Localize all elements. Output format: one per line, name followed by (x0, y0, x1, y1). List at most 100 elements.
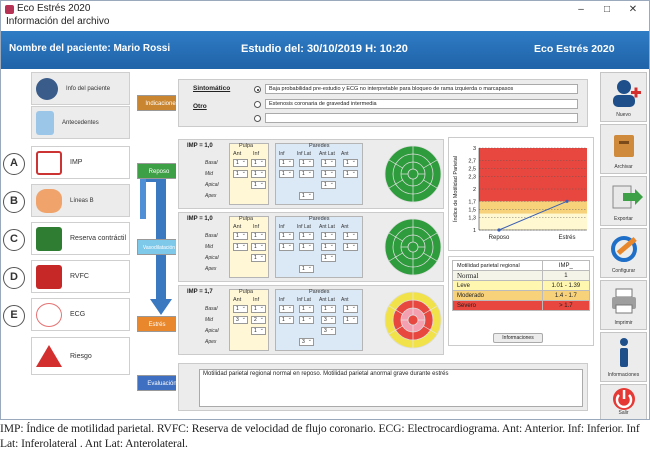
score-select[interactable]: 1 (251, 242, 266, 251)
new-button[interactable]: Nuevo (600, 72, 647, 122)
pulpa-col-ant: Ant (233, 297, 242, 303)
nav-riesgo[interactable]: Riesgo (31, 337, 130, 375)
paredes-col: Inf (279, 297, 285, 303)
score-select[interactable]: 3 (321, 326, 336, 335)
clipboard-icon (36, 110, 54, 135)
score-select[interactable]: 1 (299, 231, 314, 240)
score-select[interactable]: 1 (343, 158, 358, 167)
score-select[interactable]: 1 (251, 158, 266, 167)
score-select[interactable]: 1 (279, 169, 294, 178)
score-select[interactable]: 1 (299, 191, 314, 200)
score-select[interactable]: 1 (251, 304, 266, 313)
score-select[interactable]: 1 (321, 169, 336, 178)
score-select[interactable]: 1 (321, 242, 336, 251)
informaciones-button[interactable]: Informaciones (493, 333, 543, 343)
imp-value: IMP = 1,0 (187, 143, 213, 149)
score-select[interactable]: 3 (233, 315, 248, 324)
radio-otro-2[interactable] (254, 115, 261, 122)
score-select[interactable]: 1 (343, 231, 358, 240)
archive-button[interactable]: Archivar (600, 124, 647, 174)
indication-select-2[interactable]: Estenosis coronaria de gravedad intermed… (265, 99, 578, 109)
score-select[interactable]: 3 (321, 315, 336, 324)
patient-icon (36, 77, 58, 100)
score-select[interactable]: 1 (343, 169, 358, 178)
score-select[interactable]: 1 (251, 180, 266, 189)
score-select[interactable]: 1 (279, 231, 294, 240)
export-button[interactable]: Exportar (600, 176, 647, 226)
nav-reserva-contractil[interactable]: Reserva contráctil (31, 222, 130, 255)
indication-input-other[interactable] (265, 113, 578, 123)
score-select[interactable]: 1 (343, 315, 358, 324)
score-select[interactable]: 1 (343, 304, 358, 313)
nav-info-paciente[interactable]: Info del paciente (31, 72, 130, 105)
legend-moderado-name: Moderado (452, 290, 543, 301)
paredes-header: Paredes (309, 143, 330, 149)
nav-imp[interactable]: IMP (31, 146, 130, 179)
nav-ecg[interactable]: ECG (31, 298, 130, 331)
score-select[interactable]: 3 (299, 337, 314, 346)
score-select[interactable]: 1 (279, 158, 294, 167)
score-select[interactable]: 1 (233, 242, 248, 251)
bullseye-plot (384, 145, 442, 203)
score-select[interactable]: 1 (233, 158, 248, 167)
maximize-button[interactable]: □ (603, 4, 611, 15)
nav-label: Riesgo (70, 352, 92, 360)
score-select[interactable]: 1 (251, 231, 266, 240)
score-select[interactable]: 1 (299, 158, 314, 167)
evaluation-text[interactable]: Motilidad parietal regional normal en re… (199, 369, 583, 407)
chart-band-2 (479, 148, 587, 202)
score-select[interactable]: 1 (251, 326, 266, 335)
score-select[interactable]: 2 (251, 315, 266, 324)
chart-ytick-label: 2,3 (468, 175, 476, 181)
app-name-header: Eco Estrés 2020 (534, 43, 615, 55)
score-select[interactable]: 1 (279, 242, 294, 251)
nav-lineas-b[interactable]: Líneas B (31, 184, 130, 217)
tag-estres: Estrés (137, 316, 177, 332)
score-select[interactable]: 1 (321, 180, 336, 189)
score-select[interactable]: 1 (299, 304, 314, 313)
exit-button[interactable]: Salir (600, 384, 647, 419)
nav-rvfc[interactable]: RVFC (31, 260, 130, 293)
info-button[interactable]: Informaciones (600, 332, 647, 382)
score-select[interactable]: 1 (321, 231, 336, 240)
otro-label: Otro (193, 103, 207, 110)
sintomatico-label: Sintomático (193, 85, 231, 92)
wall-motion-icon (36, 150, 62, 175)
paredes-col: Ant Lat (319, 224, 335, 230)
score-select[interactable]: 1 (299, 242, 314, 251)
score-select[interactable]: 1 (299, 169, 314, 178)
score-select[interactable]: 1 (299, 315, 314, 324)
score-select[interactable]: 1 (251, 169, 266, 178)
score-select[interactable]: 1 (279, 304, 294, 313)
radio-otro-1[interactable] (254, 101, 261, 108)
score-select[interactable]: 1 (321, 304, 336, 313)
indication-select-1[interactable]: Baja probabilidad pre-estudio y ECG no i… (265, 84, 578, 94)
close-button[interactable]: ✕ (628, 4, 638, 15)
application-window: Eco Estrés 2020 Información del archivo … (0, 0, 650, 420)
score-select[interactable]: 1 (233, 231, 248, 240)
bullseye-apex (407, 241, 419, 253)
minimize-button[interactable]: – (578, 4, 584, 15)
legend-normal-name: Normal (452, 270, 543, 281)
nav-label: IMP (70, 159, 83, 166)
score-select[interactable]: 1 (321, 158, 336, 167)
score-select[interactable]: 1 (233, 304, 248, 313)
letter-b: B (3, 191, 25, 213)
score-select[interactable]: 1 (321, 253, 336, 262)
letter-a: A (3, 153, 25, 175)
nav-antecedentes[interactable]: Antecedentes (31, 106, 130, 139)
score-select[interactable]: 1 (233, 169, 248, 178)
score-select[interactable]: 1 (279, 315, 294, 324)
legend-severo-val: > 1.7 (541, 300, 591, 311)
radio-sintomatico[interactable] (254, 86, 261, 93)
configure-button[interactable]: Configurar (600, 228, 647, 278)
score-select[interactable]: 1 (343, 242, 358, 251)
score-select[interactable]: 1 (251, 253, 266, 262)
score-select[interactable]: 1 (299, 264, 314, 273)
chart-point (497, 228, 501, 232)
chart-ytick-label: 1 (473, 228, 476, 234)
print-button[interactable]: Imprimir (600, 280, 647, 330)
